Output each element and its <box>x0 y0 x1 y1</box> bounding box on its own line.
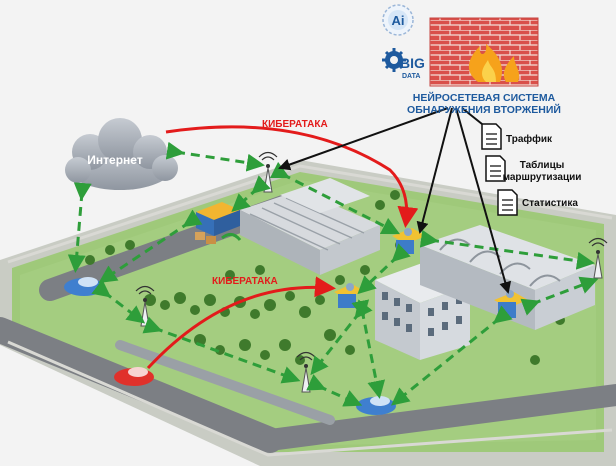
attack-arrow-2 <box>146 276 336 370</box>
big-data-badge: BIG DATA <box>382 48 425 80</box>
document-icon <box>485 155 506 182</box>
document-icon <box>481 123 502 150</box>
attack-arrow-1 <box>165 125 419 228</box>
monitor-line-docs <box>461 107 483 125</box>
monitor-lines <box>278 107 512 294</box>
network-links <box>67 141 599 407</box>
link-ws2-apbottom <box>310 299 373 376</box>
attack-label-2: КИБЕРАТАКА <box>212 276 278 287</box>
fire-icon <box>468 44 520 82</box>
ai-label: Ai <box>392 13 405 28</box>
attack-label-1: КИБЕРАТАКА <box>262 119 328 130</box>
doc-routing-label-2: маршрутизации <box>503 172 582 183</box>
link-ap-top-truck <box>231 175 271 213</box>
doc-statistics: Статистика <box>497 189 578 216</box>
link-ws2-carbottom <box>351 299 386 399</box>
link-apleft-aptbottom <box>142 316 301 384</box>
monitor-line-ws1 <box>416 107 453 234</box>
link-cloud-car <box>67 182 92 273</box>
monitor-line-ap-top <box>278 107 449 171</box>
doc-routing-label-1: Таблицы <box>520 159 565 171</box>
link-ws3-apright <box>520 276 599 316</box>
access-point-right <box>588 237 608 279</box>
link-ap-top-ws1 <box>269 161 401 235</box>
monitor-line-ws3 <box>455 107 512 294</box>
internet-label: Интернет <box>87 153 143 167</box>
link-aptbottom-carbottom <box>306 374 363 407</box>
ids-firewall: НЕЙРОСЕТЕВАЯ СИСТЕМА ОБНАРУЖЕНИЯ ВТОРЖЕН… <box>407 17 561 116</box>
link-ws3-carbottom <box>390 305 513 406</box>
doc-statistics-label: Статистика <box>522 198 578 209</box>
doc-routing-tables: Таблицы маршрутизации <box>485 155 582 183</box>
internet-cloud: Интернет <box>65 118 178 190</box>
doc-traffic: Траффик <box>481 123 553 150</box>
ai-badge: Ai <box>382 4 414 36</box>
data-label: DATA <box>402 73 420 80</box>
link-ws1-apright <box>419 229 595 270</box>
document-icon <box>497 189 518 216</box>
link-truck-car <box>98 209 203 283</box>
ids-title-line-1: НЕЙРОСЕТЕВАЯ СИСТЕМА <box>413 91 556 104</box>
link-ws1-ws2 <box>357 243 411 295</box>
link-cloud-ap-top <box>165 141 265 172</box>
gear-icon <box>382 48 406 72</box>
doc-traffic-label: Траффик <box>506 133 553 145</box>
big-label: BIG <box>400 55 425 71</box>
delivery-truck <box>195 202 242 244</box>
link-car-apleft <box>91 279 146 324</box>
ids-title-line-2: ОБНАРУЖЕНИЯ ВТОРЖЕНИЙ <box>407 103 561 116</box>
attack-arrows <box>146 125 419 370</box>
